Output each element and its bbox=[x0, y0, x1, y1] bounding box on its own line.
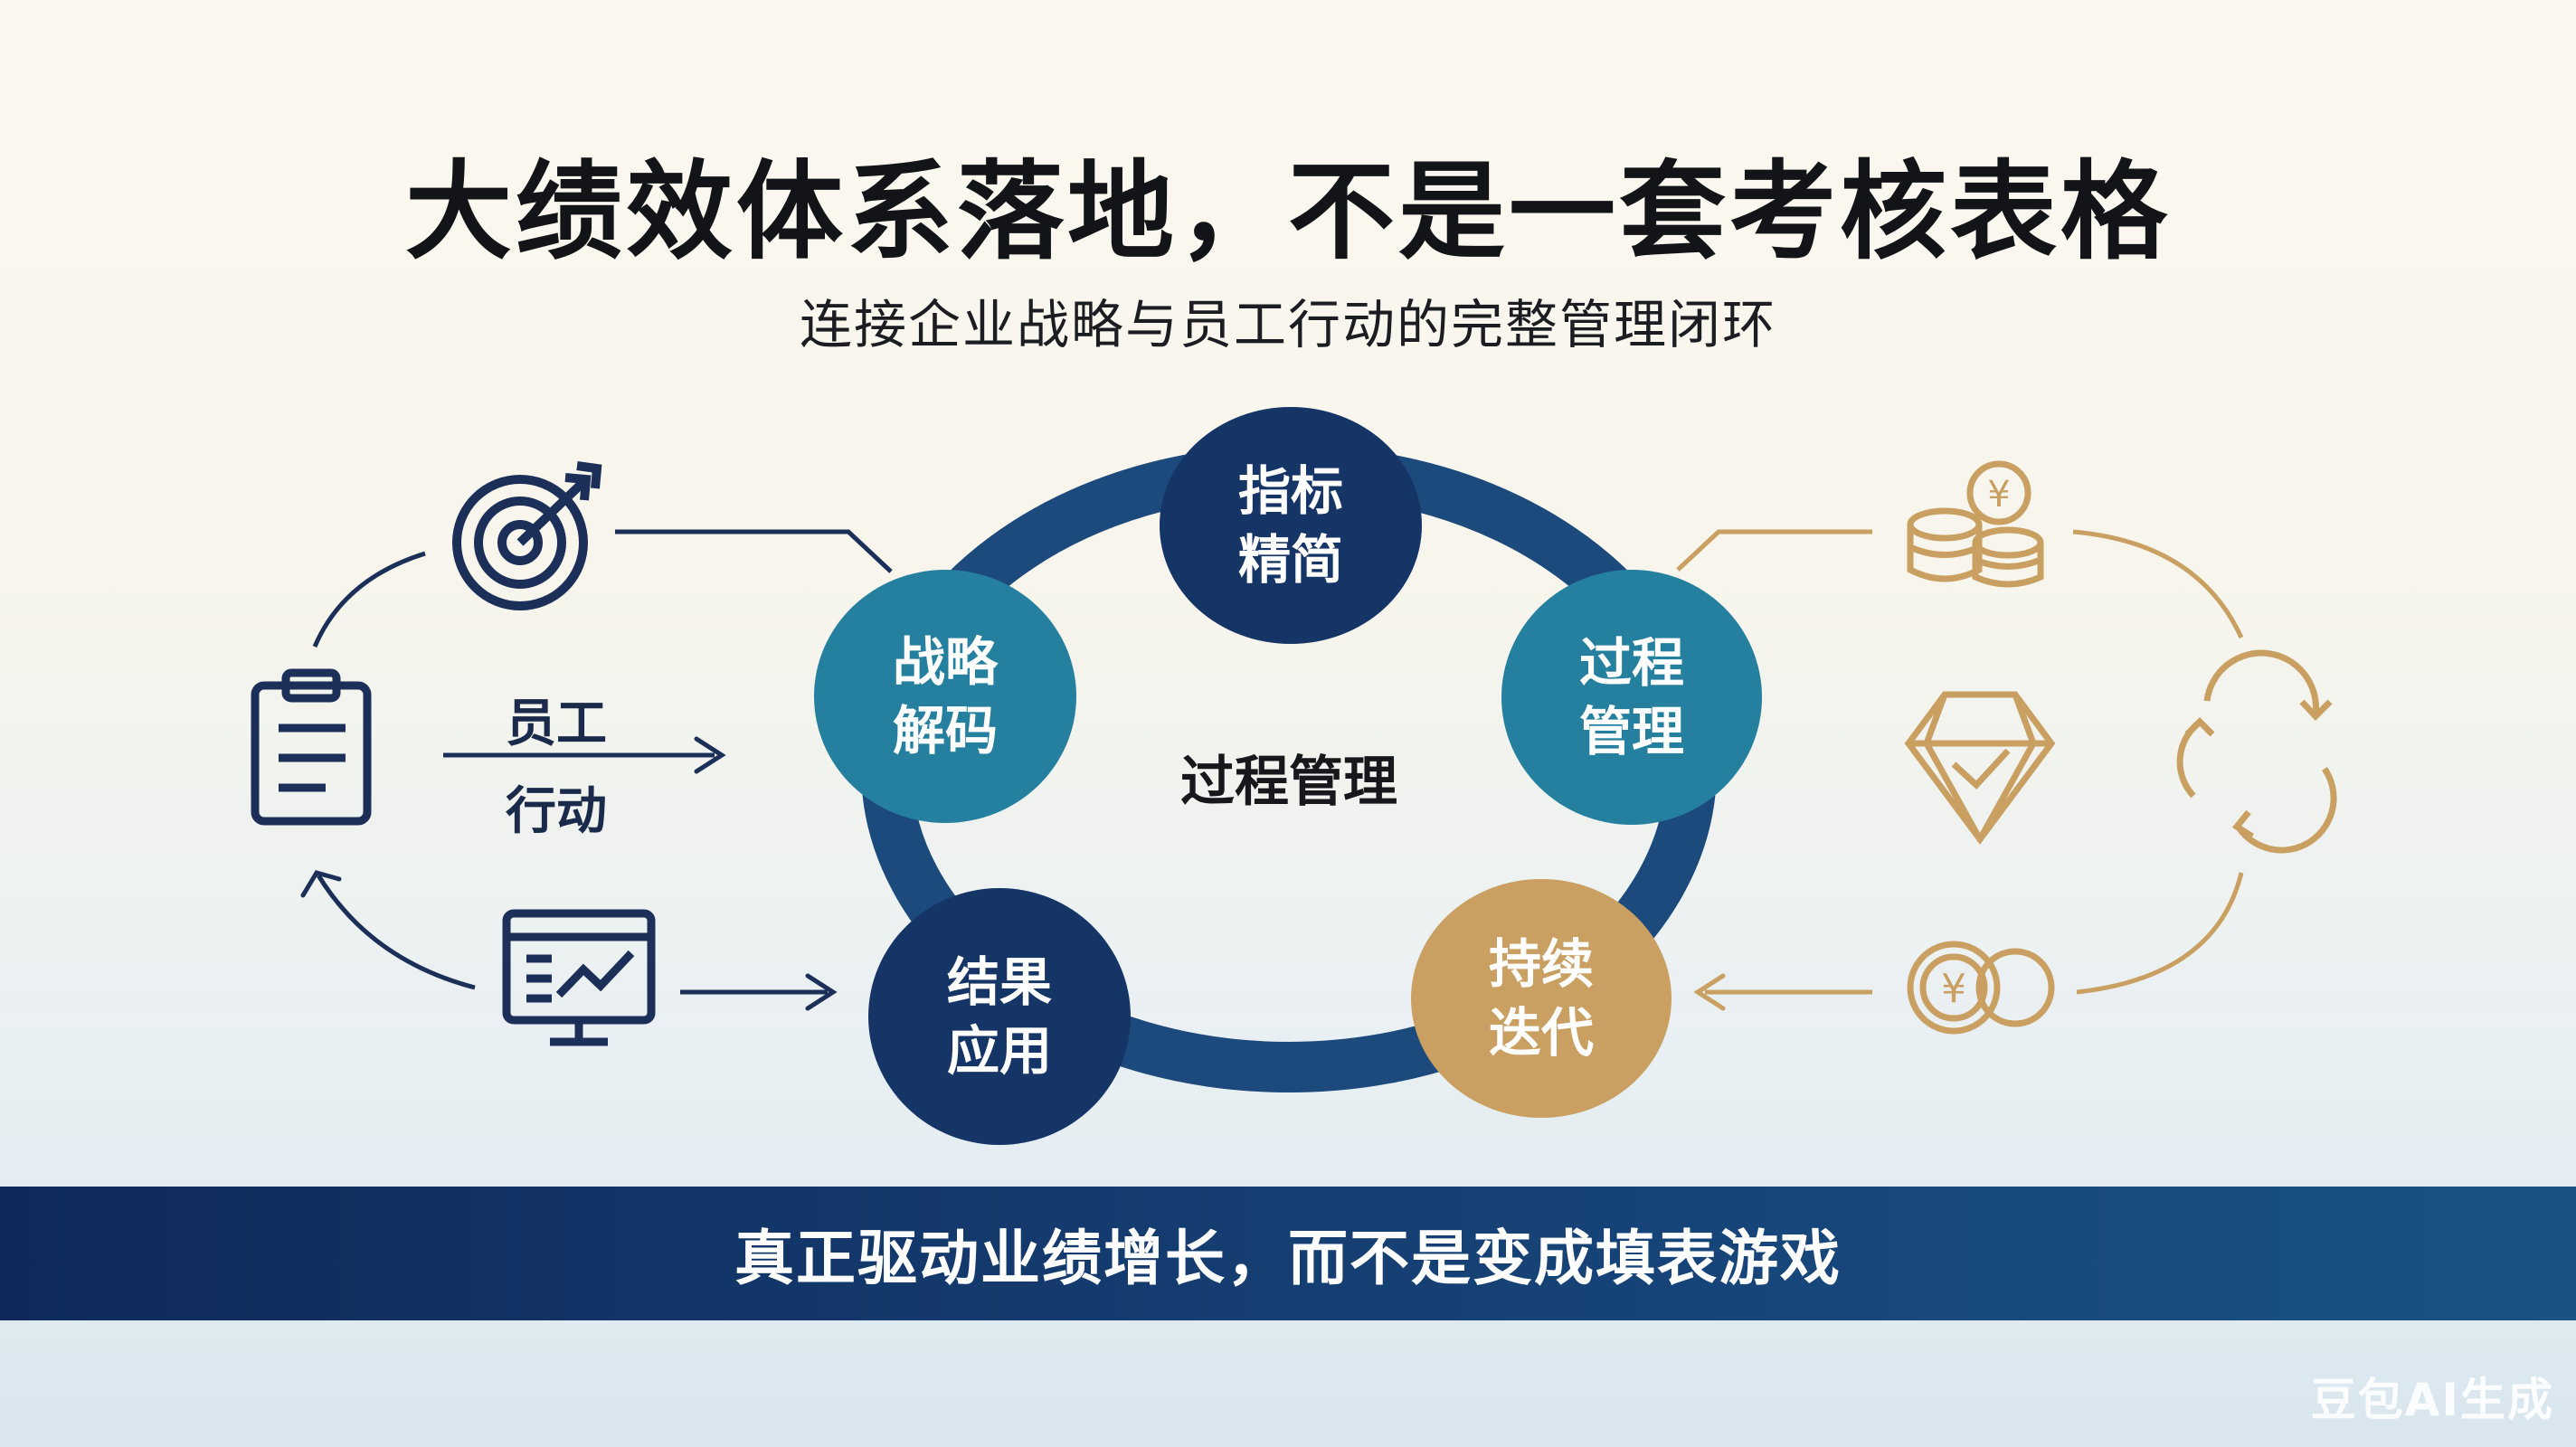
left-flow-lines bbox=[312, 529, 893, 995]
banner-text: 真正驱动业绩增长，而不是变成填表游戏 bbox=[734, 1224, 1842, 1293]
left-flow-label-top: 员工 bbox=[506, 695, 607, 753]
node-indicator: 指标 精简 bbox=[1160, 407, 1422, 644]
left-flow-arrowheads bbox=[300, 736, 838, 1011]
center-label: 过程管理 bbox=[1180, 751, 1397, 814]
svg-text:¥: ¥ bbox=[1987, 474, 2010, 515]
right-flow-arrowhead bbox=[1693, 973, 1726, 1011]
right-flow-lines bbox=[1676, 529, 2244, 995]
watermark: 豆包AI生成 bbox=[2310, 1374, 2554, 1426]
target-icon bbox=[452, 461, 602, 610]
monitor-chart-icon bbox=[502, 909, 656, 1046]
node-process: 过程 管理 bbox=[1501, 570, 1762, 825]
recycle-arrows-icon bbox=[2176, 649, 2337, 854]
svg-text:¥: ¥ bbox=[1941, 966, 1966, 1012]
page-title: 大绩效体系落地，不是一套考核表格 bbox=[404, 149, 2171, 274]
diamond-check-icon bbox=[1904, 691, 2056, 845]
page-subtitle: 连接企业战略与员工行动的完整管理闭环 bbox=[799, 294, 1776, 355]
bottom-banner: 真正驱动业绩增长，而不是变成填表游戏 bbox=[0, 1187, 2576, 1320]
node-result: 结果 应用 bbox=[868, 888, 1131, 1145]
clipboard-icon bbox=[251, 668, 372, 826]
coin-stack-icon: ¥ bbox=[1907, 460, 2044, 588]
coins-icon: ¥ bbox=[1907, 941, 2055, 1035]
node-iterate: 持续 迭代 bbox=[1411, 879, 1672, 1118]
node-strategy: 战略 解码 bbox=[814, 570, 1076, 823]
left-flow-label-bottom: 行动 bbox=[506, 782, 607, 841]
